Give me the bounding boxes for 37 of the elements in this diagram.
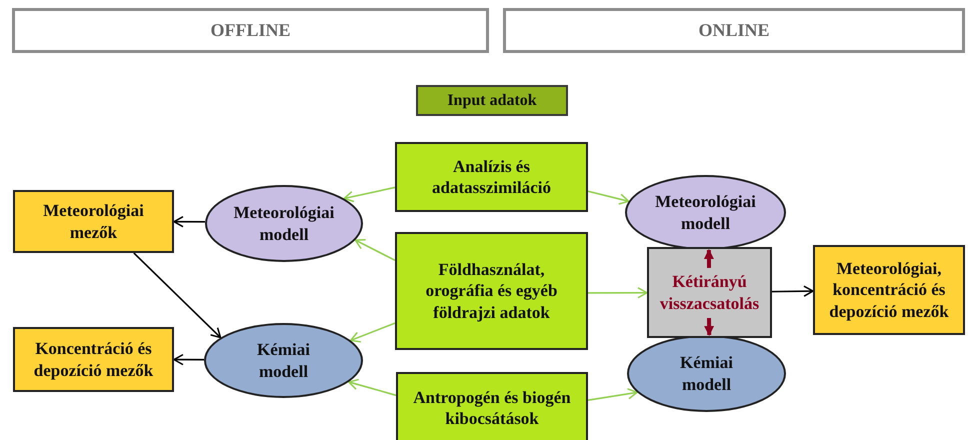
node-label: Meteorológiai, koncentráció és depozíció mezők xyxy=(828,258,950,322)
arrow xyxy=(350,322,396,343)
arrow xyxy=(588,388,638,401)
arrow xyxy=(343,186,396,202)
arrow xyxy=(354,238,396,262)
label-box xyxy=(416,85,568,116)
arrow xyxy=(133,252,222,338)
arrow xyxy=(704,248,714,268)
input-box xyxy=(395,142,588,212)
node-label: Antropogén és biogén kibocsátások xyxy=(412,386,572,430)
arrow xyxy=(772,285,814,297)
node-label: ONLINE xyxy=(698,19,770,42)
node-label: Koncentráció és depozíció mezők xyxy=(32,338,154,381)
node-label: Kétirányú visszacsatolás xyxy=(658,271,760,314)
header-box xyxy=(12,8,489,53)
coupling-box xyxy=(647,247,772,338)
input-box xyxy=(395,232,588,350)
node-label: Input adatok xyxy=(447,90,537,110)
header-box xyxy=(503,8,965,53)
node-label: Kémiai modell xyxy=(256,339,311,382)
arrow xyxy=(348,378,396,396)
node-label: Meteorológiai modell xyxy=(654,191,757,234)
output-box xyxy=(813,245,965,335)
arrow xyxy=(704,318,714,336)
input-box xyxy=(396,372,588,440)
arrow xyxy=(173,354,204,366)
arrow xyxy=(588,190,630,205)
node-label: Kémiai modell xyxy=(679,352,734,395)
node-label: Analízis és adatasszimiláció xyxy=(431,156,552,198)
node-label: Földhasználat, orográfia és egyéb földrajzi adatok xyxy=(424,259,558,323)
output-box xyxy=(13,190,174,253)
arrow xyxy=(173,216,206,228)
arrow xyxy=(588,287,648,299)
node-label: Meteorológiai modell xyxy=(232,202,336,245)
output-box xyxy=(13,327,174,392)
node-label: OFFLINE xyxy=(210,19,290,42)
node-label: Meteorológiai mezők xyxy=(42,200,145,243)
